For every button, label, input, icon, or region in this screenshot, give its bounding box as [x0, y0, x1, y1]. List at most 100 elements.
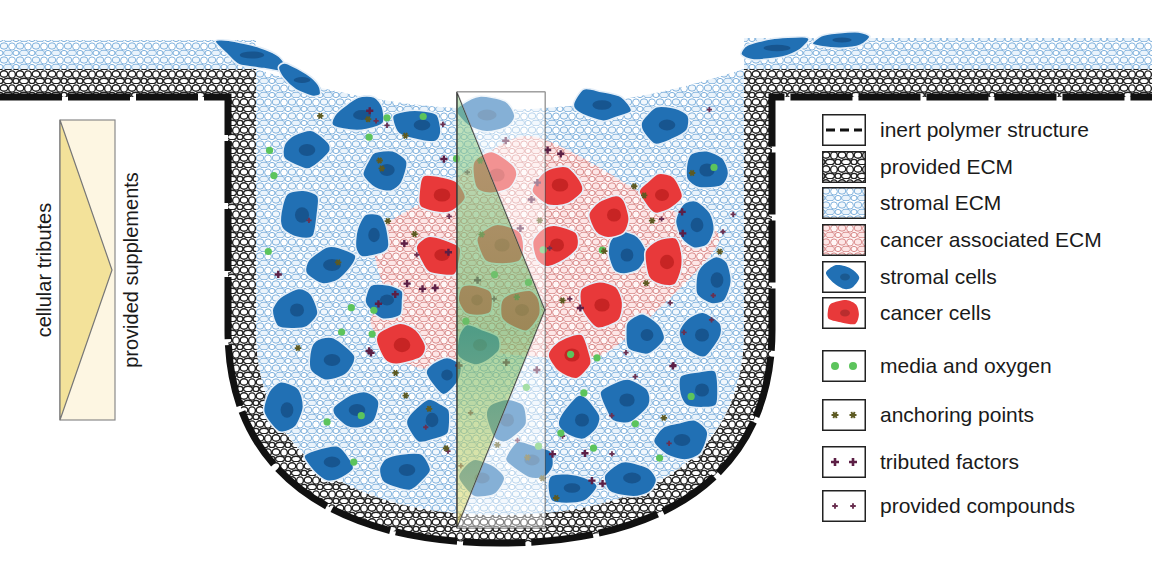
legend-entry: anchoring points: [822, 399, 1034, 431]
tributed-factor: [440, 155, 447, 162]
cancer-cell: [376, 323, 426, 364]
provided-compound: [668, 300, 673, 305]
tributed-factor: [679, 208, 686, 215]
anchoring-point: [379, 166, 385, 172]
anchoring-point: [559, 298, 565, 304]
stromal-cell: [558, 395, 600, 439]
legend-entry: cancer cells: [822, 297, 991, 329]
tributed-factor: [401, 240, 408, 247]
cell-nucleus: [550, 238, 564, 251]
provided-compound: [709, 317, 714, 322]
cell-nucleus: [414, 120, 431, 131]
legend-label: stromal ECM: [880, 191, 1001, 215]
provided-compound: [666, 441, 671, 446]
media-dot: [265, 248, 272, 255]
swatch-border: [823, 188, 866, 219]
cell-nucleus: [607, 208, 621, 221]
media-dot: [656, 454, 663, 461]
cell-body: [333, 392, 379, 429]
cell-body: [379, 453, 430, 491]
cell-body: [426, 358, 461, 395]
legend-entry: media and oxygen: [822, 350, 1052, 382]
anchoring-point: [601, 248, 607, 254]
provided-compound: [547, 246, 552, 251]
cancer-cell: [639, 173, 682, 213]
cell-body: [653, 420, 707, 460]
cell-nucleus: [434, 188, 451, 201]
media-dot: [366, 133, 373, 140]
cell-body: [675, 201, 714, 249]
cell-body: [305, 246, 355, 284]
tributed-factor: [366, 107, 373, 114]
cell-body: [309, 337, 355, 380]
tributed-factor: [588, 477, 595, 484]
provided-compound: [447, 214, 452, 219]
cell-body: [812, 32, 870, 48]
tributed-factor: [275, 271, 282, 278]
provided-compound: [720, 229, 725, 234]
tributed-factor: [669, 362, 676, 369]
cell-body: [365, 284, 403, 319]
cell-body: [283, 130, 331, 169]
pattern-sample: [823, 152, 865, 182]
cell-nucleus: [575, 413, 589, 426]
cell-nucleus: [564, 483, 581, 493]
stromal-cell: [741, 37, 809, 60]
cell-body: [573, 88, 631, 121]
stromal-cell: [304, 446, 354, 481]
provided-compound: [609, 451, 614, 456]
cell-body: [641, 106, 689, 144]
legend-entry: cancer associated ECM: [822, 224, 1102, 256]
stromal-cell: [283, 130, 331, 169]
tributed-factor: [599, 480, 606, 487]
pattern-sample: [823, 225, 865, 255]
cell-nucleus: [695, 383, 709, 396]
cell-body: [548, 334, 591, 379]
legend-entry: provided compounds: [822, 490, 1075, 522]
nucleus-sample: [840, 274, 850, 281]
stromal-cell: [600, 379, 650, 423]
cell-body: [280, 190, 319, 238]
stromal-cell: [406, 399, 450, 443]
cell-body: [406, 399, 450, 443]
cell-body: [604, 462, 657, 497]
stromal-cell: [309, 337, 355, 380]
cell-nucleus: [621, 248, 634, 261]
cell-nucleus: [394, 338, 411, 352]
provided-compound: [633, 374, 638, 379]
gradient-key-box: [60, 120, 115, 420]
swatch-border: [823, 491, 866, 522]
cell-body: [392, 111, 441, 142]
symbol-sample: [849, 458, 857, 466]
gradient-key-triangle: [60, 120, 112, 420]
legend-swatch: [822, 224, 866, 256]
symbol-sample: [850, 412, 857, 418]
media-dot: [369, 330, 376, 337]
dash-sample: [826, 129, 862, 132]
media-dot: [632, 420, 639, 427]
media-dot: [593, 354, 600, 361]
cell-body: [416, 236, 461, 275]
dot-sample: [849, 362, 857, 370]
anchoring-point: [717, 249, 723, 255]
provided-compound: [384, 123, 389, 128]
legend-swatch: [822, 490, 866, 522]
provided-compound: [711, 293, 716, 298]
cancer-cell: [548, 334, 591, 379]
legend-swatch: [822, 151, 866, 183]
stromal-cell: [363, 150, 407, 191]
tribute-gradient: [457, 92, 545, 528]
legend-swatch: [822, 114, 866, 146]
stromal-cell: [305, 246, 355, 284]
cell-nucleus: [281, 402, 294, 418]
anchoring-point: [402, 133, 408, 139]
stromal-cell: [365, 284, 403, 319]
cell-body: [639, 173, 682, 213]
cell-body: [264, 382, 304, 432]
media-dot: [383, 114, 390, 121]
swatch-border: [823, 351, 866, 382]
anchoring-point: [385, 218, 391, 224]
stromal-cell: [333, 392, 379, 429]
media-dot: [323, 418, 330, 425]
